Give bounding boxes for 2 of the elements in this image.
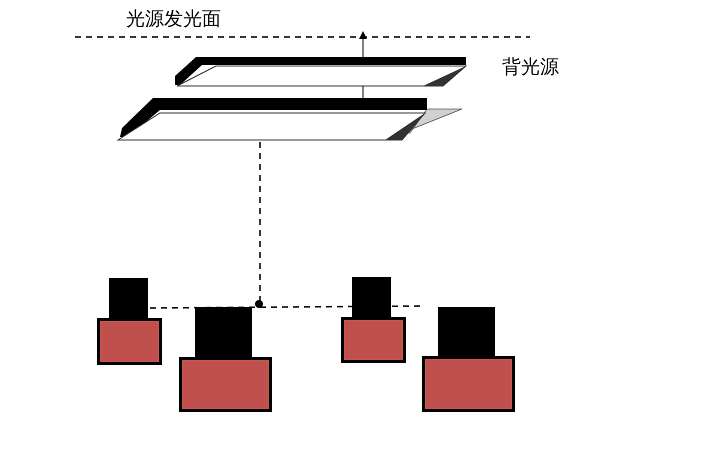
part-label: 背光源	[502, 56, 559, 78]
line-label: 光源发光面	[126, 8, 221, 30]
